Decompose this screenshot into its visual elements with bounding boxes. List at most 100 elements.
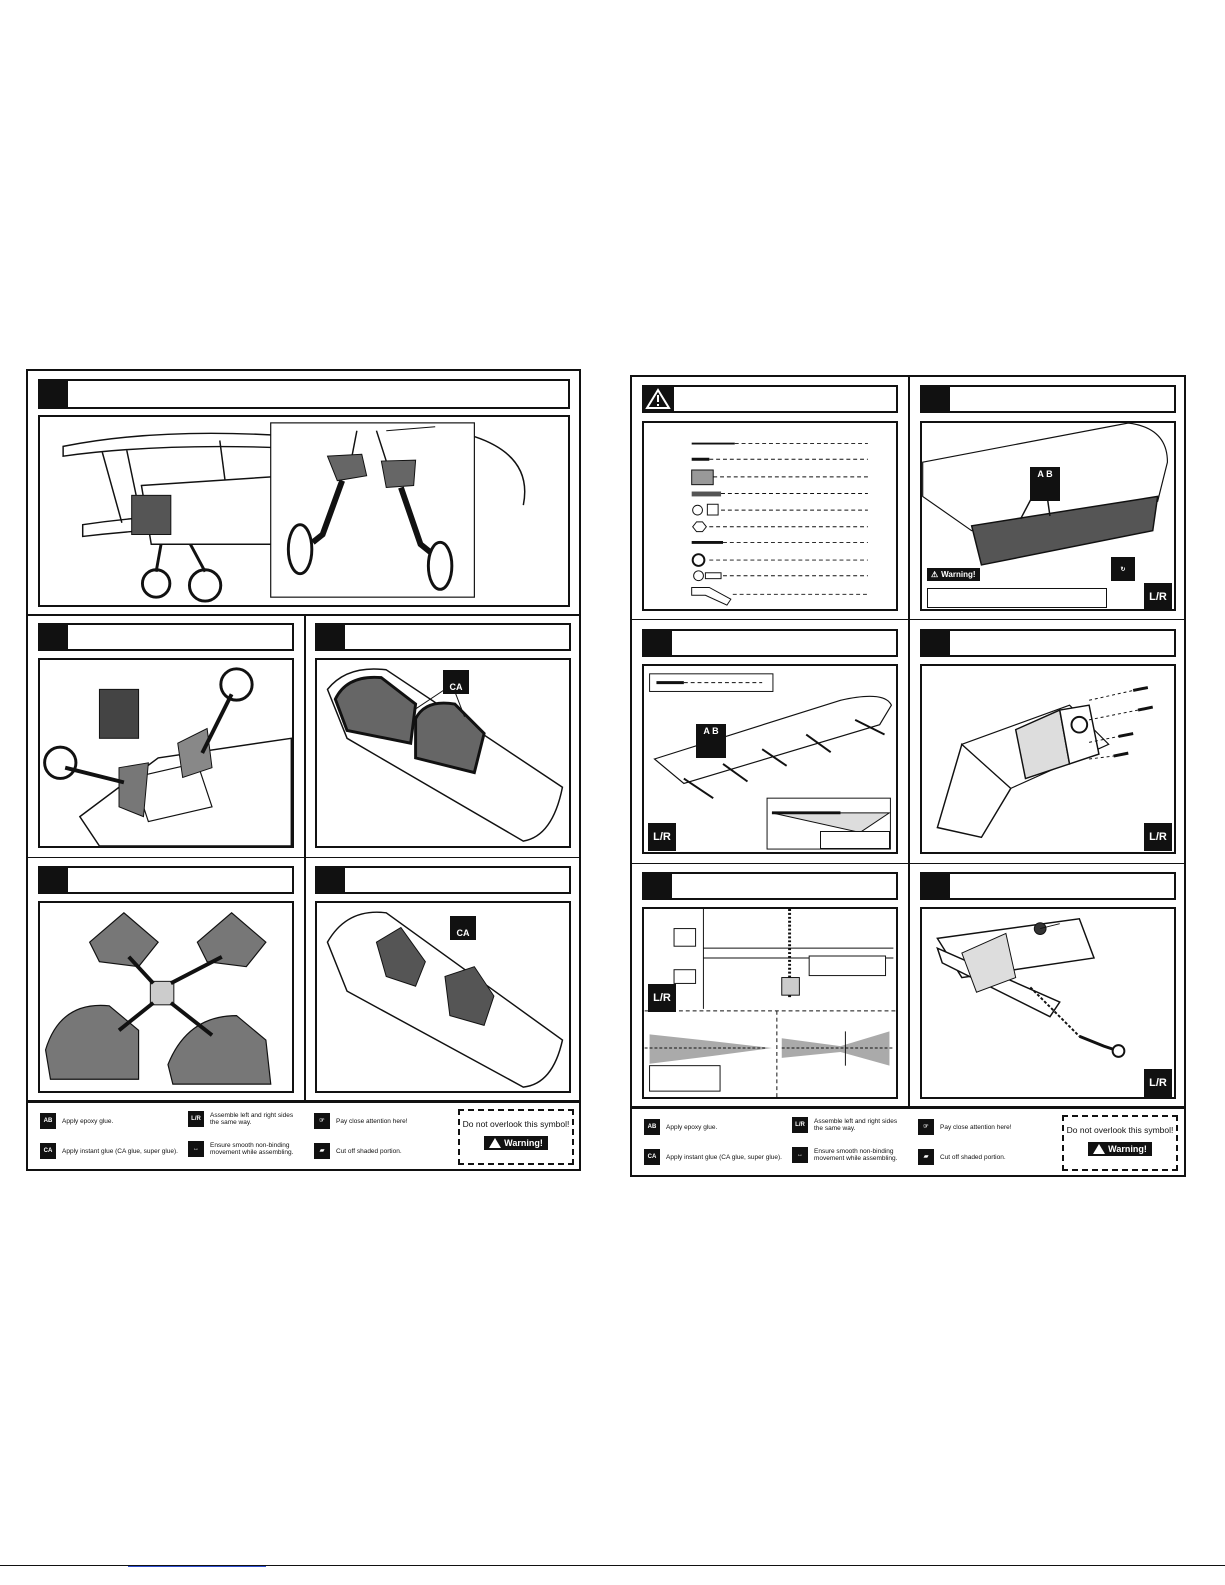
epoxy-glue-icon: AB <box>644 1119 660 1135</box>
step-number-box <box>38 623 68 651</box>
step-number-box <box>920 629 950 657</box>
warning-triangle-icon <box>1093 1144 1106 1154</box>
footer-link-underline[interactable] <box>128 1566 266 1567</box>
epoxy-ab-badge: A B <box>1030 467 1060 501</box>
attention-icon: ☞ <box>918 1119 934 1135</box>
warning-badge: ⚠ Warning! <box>927 568 980 581</box>
step-header-2 <box>38 623 294 651</box>
ca-glue-icon: CA <box>40 1143 56 1159</box>
horizontal-divider <box>28 857 579 858</box>
horizontal-divider <box>28 1100 579 1101</box>
servo-mount-drawing <box>936 686 1154 839</box>
cockpit-glued-drawing <box>326 911 564 1088</box>
epoxy-ab-badge: A B <box>696 724 726 758</box>
left-right-icon: L/R <box>792 1117 808 1133</box>
smooth-movement-icon: ↻ <box>1111 557 1135 581</box>
cut-off-icon: ▰ <box>918 1149 934 1165</box>
step-header-control-linkage <box>920 872 1176 900</box>
parts-list-header <box>642 385 898 413</box>
legend-assemble: L/R Assemble left and right sides the sa… <box>792 1117 904 1133</box>
biplane-drawing <box>62 422 526 603</box>
legend-epoxy: AB Apply epoxy glue. <box>644 1119 717 1135</box>
fuselage-bottom-drawing <box>43 667 292 846</box>
horizontal-divider <box>632 863 1184 864</box>
caution-triangle-icon <box>645 388 671 409</box>
step-illustration-biplane-landing-gear <box>38 415 570 607</box>
legend-instant-glue: CA Apply instant glue (CA glue, super gl… <box>644 1149 782 1165</box>
canopy-windows-drawing <box>326 668 564 842</box>
step-number-box <box>315 866 345 894</box>
step-header-1 <box>38 379 570 409</box>
page-footer-rule <box>0 1565 1225 1566</box>
detail-label-box <box>820 831 890 849</box>
step-illustration-fuselage-bottom <box>38 658 294 848</box>
control-linkage-drawing <box>936 917 1126 1058</box>
symbol-legend: AB Apply epoxy glue. CA Apply instant gl… <box>632 1107 1184 1175</box>
left-right-badge: L/R <box>1144 583 1172 609</box>
ca-glue-icon: CA <box>644 1149 660 1165</box>
left-right-badge: L/R <box>1144 1069 1172 1097</box>
vertical-divider <box>908 377 910 1107</box>
warning-notice-box: Do not overlook this symbol! Warning! <box>458 1109 574 1165</box>
step-illustration-horn-cut: L/R <box>642 907 898 1099</box>
step-illustration-cockpit-parts <box>38 901 294 1093</box>
step-number-box <box>315 623 345 651</box>
step-illustration-aileron-hinge: A B ↻ ⚠ Warning! L/R <box>920 421 1176 611</box>
cockpit-parts-drawing <box>44 912 272 1085</box>
legend-attention: ☞ Pay close attention here! <box>918 1119 1012 1135</box>
step-illustration-wing-hinges: A B L/R <box>642 664 898 854</box>
legend-instant-glue: CA Apply instant glue (CA glue, super gl… <box>40 1143 178 1159</box>
legend-cut-off: ▰ Cut off shaded portion. <box>918 1149 1006 1165</box>
symbol-legend: AB Apply epoxy glue. CA Apply instant gl… <box>28 1101 579 1169</box>
warning-badge: Warning! <box>1088 1142 1152 1156</box>
ca-glue-badge: CA <box>450 916 476 940</box>
vertical-divider <box>304 614 306 1169</box>
step-illustration-cockpit-glued: CA <box>315 901 571 1093</box>
smooth-movement-icon: ↔ <box>792 1147 808 1163</box>
legend-smooth: ↔ Ensure smooth non-binding movement whi… <box>792 1147 904 1163</box>
warning-notice-box: Do not overlook this symbol! Warning! <box>1062 1115 1178 1171</box>
step-header-5 <box>315 866 571 894</box>
step-header-aileron <box>920 385 1176 413</box>
step-header-horn-cut <box>642 872 898 900</box>
step-header-4 <box>38 866 294 894</box>
horn-cut-drawing <box>644 909 896 1097</box>
step-illustration-control-linkage: L/R <box>920 907 1176 1099</box>
warning-text-box <box>927 588 1107 608</box>
step-number-box <box>38 379 68 409</box>
warning-badge: Warning! <box>484 1136 548 1150</box>
wing-hinges-drawing <box>649 673 893 850</box>
warning-triangle-icon <box>489 1138 502 1148</box>
legend-assemble: L/R Assemble left and right sides the sa… <box>188 1111 300 1127</box>
smooth-movement-icon: ↔ <box>188 1141 204 1157</box>
left-page: CA CA AB Apply epoxy glue. <box>26 369 581 1171</box>
step-header-servo <box>920 629 1176 657</box>
legend-attention: ☞ Pay close attention here! <box>314 1113 408 1129</box>
horizontal-divider <box>632 619 1184 620</box>
horizontal-divider <box>28 614 579 616</box>
legend-smooth: ↔ Ensure smooth non-binding movement whi… <box>188 1141 300 1157</box>
left-right-badge: L/R <box>648 984 676 1012</box>
aileron-drawing <box>922 423 1169 566</box>
right-page: A B ↻ ⚠ Warning! L/R A B L/R <box>630 375 1186 1177</box>
cut-off-icon: ▰ <box>314 1143 330 1159</box>
step-number-box <box>642 872 672 900</box>
step-illustration-servo-mount: L/R <box>920 664 1176 854</box>
epoxy-glue-icon: AB <box>40 1113 56 1129</box>
step-illustration-canopy-windows: CA <box>315 658 571 848</box>
caution-box <box>642 385 674 413</box>
parts-list-drawing <box>691 442 868 606</box>
step-number-box <box>920 385 950 413</box>
left-right-badge: L/R <box>1144 823 1172 851</box>
step-header-3 <box>315 623 571 651</box>
left-right-icon: L/R <box>188 1111 204 1127</box>
step-number-box <box>38 866 68 894</box>
horizontal-divider <box>632 1106 1184 1107</box>
attention-icon: ☞ <box>314 1113 330 1129</box>
ca-glue-badge: CA <box>443 670 469 694</box>
legend-cut-off: ▰ Cut off shaded portion. <box>314 1143 402 1159</box>
left-right-badge: L/R <box>648 823 676 851</box>
step-header-wing-hinge <box>642 629 898 657</box>
step-number-box <box>920 872 950 900</box>
step-number-box <box>642 629 672 657</box>
